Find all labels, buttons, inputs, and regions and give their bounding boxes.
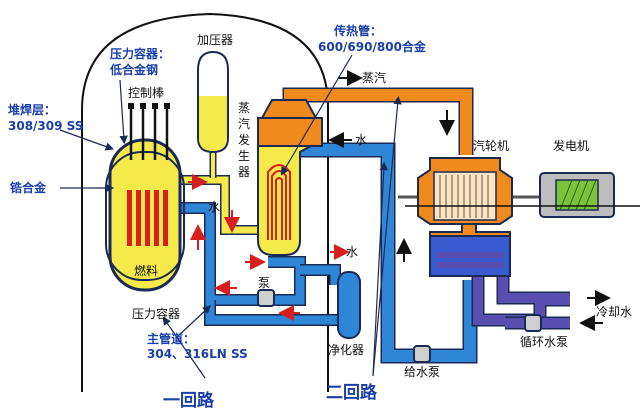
pressure-vessel-label: 压力容器	[132, 306, 180, 321]
turbine-label: 汽轮机	[473, 138, 509, 153]
fuel-label: 燃料	[134, 263, 158, 278]
primary-pump	[257, 289, 275, 307]
steam-label: 蒸汽	[362, 70, 386, 85]
pressurizer	[197, 50, 229, 178]
svg-text:发: 发	[238, 132, 250, 147]
primary-loop-label: 一回路	[163, 390, 215, 411]
water-label-right: 水	[346, 245, 358, 259]
flow-arrows	[188, 70, 611, 331]
pump-label: 泵	[258, 276, 270, 290]
pressurizer-label: 加压器	[197, 33, 233, 47]
heat-tube-material-label: 600/690/800合金	[318, 39, 427, 54]
svg-text:汽: 汽	[238, 116, 250, 131]
generator	[539, 172, 615, 218]
condenser	[429, 223, 511, 277]
cooling-water-label: 冷却水	[596, 305, 632, 319]
circulating-water-pump	[524, 314, 542, 332]
water-label-mid: 水	[208, 200, 220, 214]
containment-building	[81, 12, 330, 392]
control-rod-tips	[128, 103, 170, 109]
fuel-rods	[127, 190, 168, 246]
control-rod-label: 控制棒	[128, 86, 164, 100]
secondary-loop-label: 二回路	[326, 382, 378, 403]
steam-generator	[257, 99, 323, 256]
water-label-top: 水	[355, 133, 367, 147]
pressure-vessel-material-label: 低合金钢	[109, 62, 158, 77]
feed-pump-label: 给水泵	[404, 365, 440, 379]
svg-text:生: 生	[238, 149, 250, 163]
svg-text:器: 器	[238, 165, 250, 179]
main-pipe-material-label: 304、316LN SS	[147, 347, 248, 361]
control-rods	[129, 105, 169, 160]
generator-label: 发电机	[553, 138, 589, 153]
purifier	[337, 271, 361, 339]
pressure-vessel-title-label: 压力容器：	[110, 46, 170, 61]
cladding-title-label: 堆焊层：	[8, 102, 56, 117]
cladding-material-label: 308/309 SS	[8, 119, 83, 133]
turbine	[398, 157, 548, 225]
feed-water-pump	[413, 345, 431, 363]
circulating-pump-label: 循环水泵	[520, 335, 568, 349]
steam-generator-label: 蒸 汽 发 生 器	[238, 101, 250, 179]
purifier-label: 净化器	[328, 343, 364, 357]
heat-tube-title-label: 传热管：	[333, 23, 382, 38]
svg-text:蒸: 蒸	[238, 101, 250, 115]
main-pipe-title-label: 主管道：	[147, 331, 195, 346]
zirconium-label: 锆合金	[10, 180, 47, 195]
callout-leaders	[59, 54, 402, 379]
